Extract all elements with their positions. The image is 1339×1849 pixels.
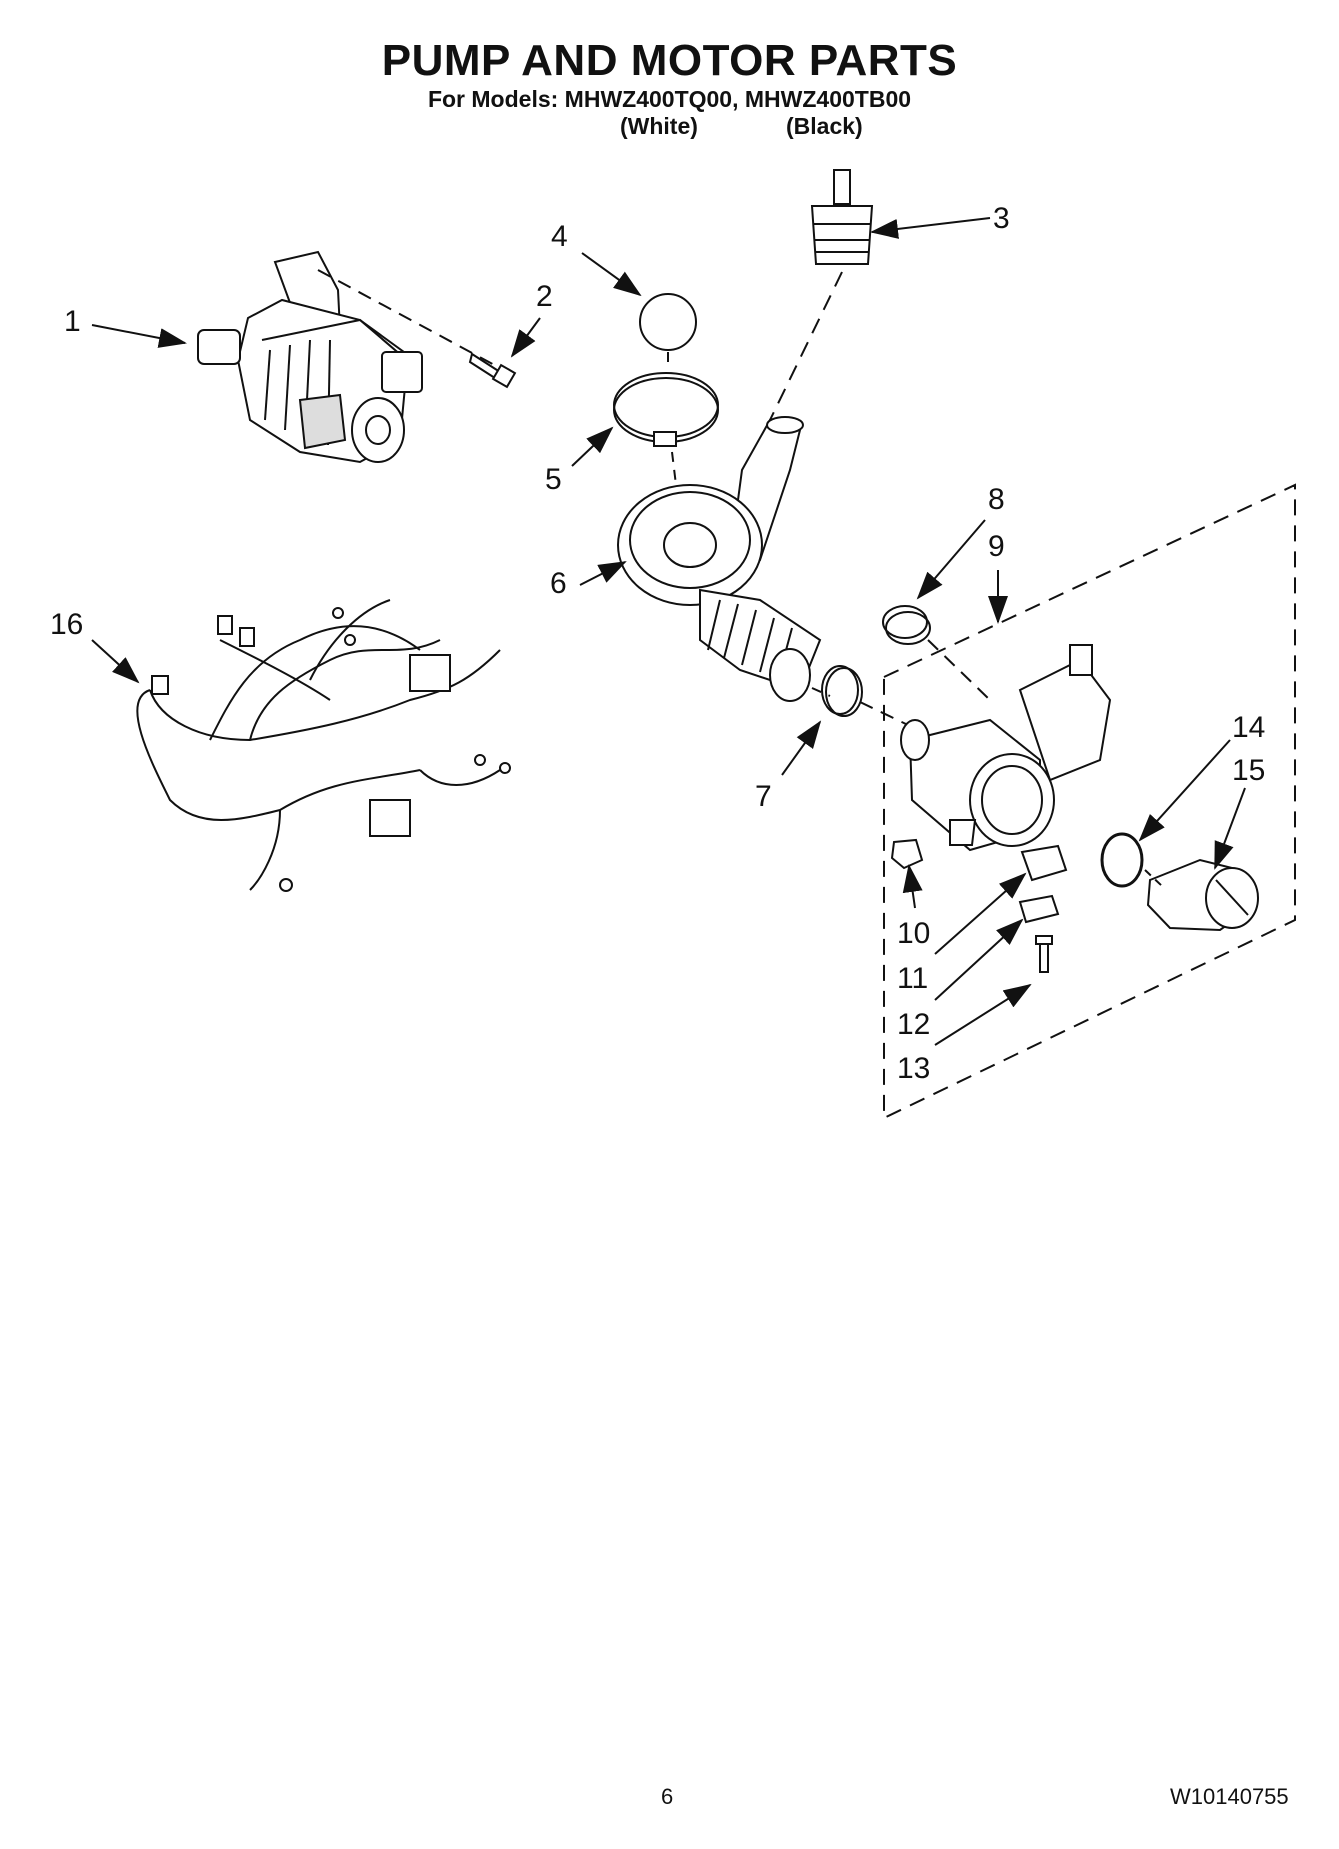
callout-1: 1 <box>64 305 81 338</box>
variant-black: (Black) <box>786 113 863 139</box>
callout-13: 13 <box>897 1052 930 1085</box>
callout-10: 10 <box>897 917 930 950</box>
variant-white: (White) <box>620 113 698 139</box>
callout-15: 15 <box>1232 754 1265 787</box>
callout-4: 4 <box>551 220 568 253</box>
part-bolt <box>468 352 517 389</box>
part-filter <box>1146 858 1259 932</box>
leader-dashed <box>927 639 991 701</box>
part-motor <box>197 250 423 464</box>
callout-7: 7 <box>755 780 772 813</box>
callout-3: 3 <box>993 202 1010 235</box>
part-ball <box>639 293 697 351</box>
page-number: 6 <box>661 1784 674 1809</box>
leader-dashed <box>1144 869 1163 887</box>
callout-12: 12 <box>897 1008 930 1041</box>
part-clamp-8 <box>882 605 931 645</box>
callout-6: 6 <box>550 567 567 600</box>
pump-assembly-boundary <box>883 483 1296 1120</box>
callout-arrows <box>91 217 1246 1046</box>
document-number: W10140755 <box>1170 1784 1289 1809</box>
part-o-ring <box>1100 832 1144 888</box>
callout-16: 16 <box>50 608 83 641</box>
callout-11: 11 <box>897 962 928 995</box>
part-hose-clamp-7 <box>821 665 863 717</box>
part-drain-pump <box>900 644 1112 852</box>
leader-dashed <box>811 687 831 697</box>
part-sump-hose <box>617 416 822 702</box>
part-10 <box>890 838 924 870</box>
callout-9: 9 <box>988 530 1005 563</box>
callout-5: 5 <box>545 463 562 496</box>
part-screw <box>1035 935 1053 973</box>
callout-14: 14 <box>1232 711 1265 744</box>
part-11 <box>1020 844 1068 882</box>
leader-dashed <box>671 451 677 486</box>
models-line: For Models: MHWZ400TQ00, MHWZ400TB00 <box>427 86 912 112</box>
part-12 <box>1018 894 1060 924</box>
page-title: PUMP AND MOTOR PARTS <box>381 36 958 85</box>
callout-2: 2 <box>536 280 553 313</box>
callout-8: 8 <box>988 483 1005 516</box>
leader-dashed <box>317 269 501 369</box>
part-vent-cap <box>810 169 874 265</box>
part-clamp <box>613 372 719 447</box>
leader-dashed <box>769 271 843 421</box>
part-wire-harness <box>136 599 511 892</box>
